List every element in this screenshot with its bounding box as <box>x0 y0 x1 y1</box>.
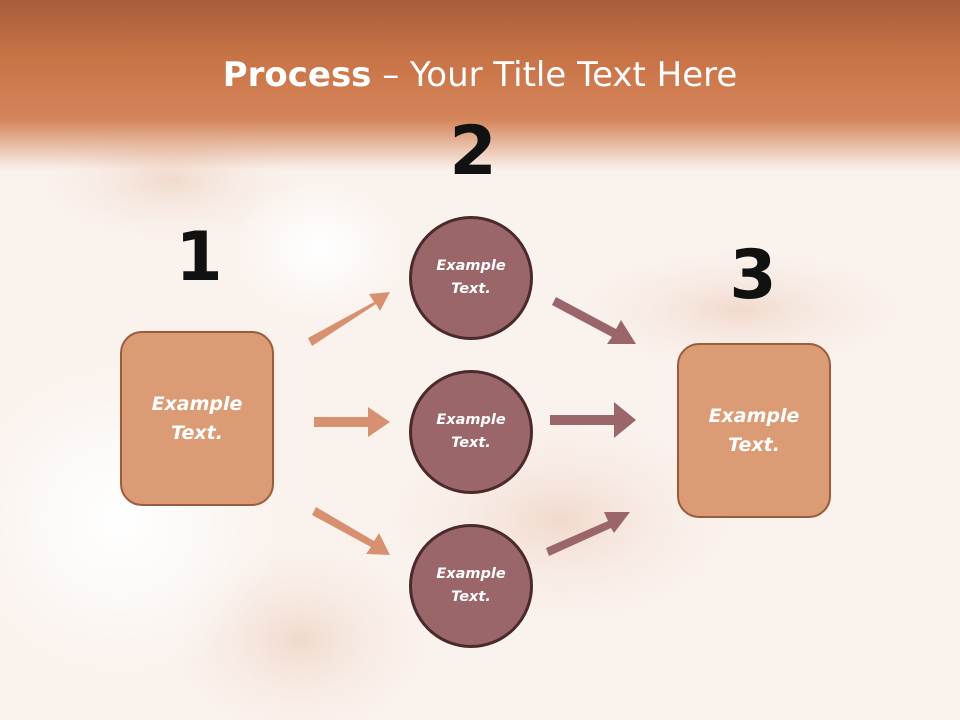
middle-circle-label: Example Text. <box>436 412 506 451</box>
arrow-from-top-circle <box>552 297 636 344</box>
title-bold: Process <box>222 55 372 95</box>
left-box[interactable]: Example Text. <box>120 331 274 506</box>
left-box-label: Example Text. <box>151 392 243 444</box>
arrow-from-bottom-circle <box>546 512 630 556</box>
right-box[interactable]: Example Text. <box>677 343 831 518</box>
middle-circle[interactable]: Example Text. <box>409 370 533 494</box>
arrow-to-top-circle <box>308 292 390 346</box>
step-number-2: 2 <box>449 112 497 191</box>
step-number-3: 3 <box>729 236 777 315</box>
top-circle-label: Example Text. <box>436 258 506 297</box>
slide-title[interactable]: Process – Your Title Text Here <box>0 52 960 98</box>
right-box-label: Example Text. <box>708 404 800 456</box>
step-number-1: 1 <box>175 218 223 297</box>
arrow-to-bottom-circle <box>312 507 390 555</box>
bottom-circle[interactable]: Example Text. <box>409 524 533 648</box>
bottom-circle-label: Example Text. <box>436 566 506 605</box>
title-rest: – Your Title Text Here <box>371 55 738 95</box>
arrow-to-middle-circle <box>314 407 390 437</box>
arrow-from-middle-circle <box>550 402 636 438</box>
top-circle[interactable]: Example Text. <box>409 216 533 340</box>
title-banner <box>0 0 960 170</box>
